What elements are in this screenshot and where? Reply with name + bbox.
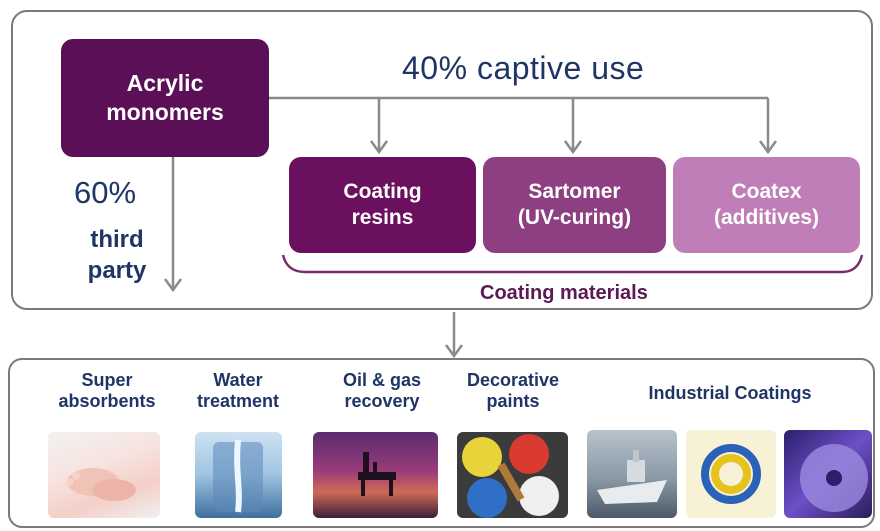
market-label-decorative-paints: Decorative paints [466,370,560,411]
oil-rig-photo-icon [313,432,438,518]
market-label-oil-gas: Oil & gas recovery [342,370,422,411]
paint-cans-photo-icon [457,432,568,518]
coatex-label: Coatex (additives) [713,179,820,229]
industrial-coatings-label: Industrial Coatings [648,383,812,403]
sartomer-box: Sartomer (UV-curing) [483,157,666,253]
sartomer-label: Sartomer (UV-curing) [517,179,632,229]
coating-resins-box: Coating resins [289,157,476,253]
coating-resins-label: Coating resins [343,179,422,229]
ship-photo-icon [587,430,677,518]
cables-photo-icon [686,430,776,518]
acrylic-monomers-box: Acrylic monomers [61,39,269,157]
third-party-percent: 60% [74,175,137,210]
third-party-label: third party [87,226,147,285]
captive-use-label: 40% captive use [402,50,645,86]
baby-feet-photo-icon [48,432,160,518]
market-label-water-treatment: Water treatment [196,370,280,411]
acrylic-monomers-label: Acrylic monomers [106,70,224,125]
market-label-super-absorbents: Super absorbents [58,370,156,411]
coating-materials-label: Coating materials [480,282,648,304]
coatex-box: Coatex (additives) [673,157,860,253]
water-glass-photo-icon [195,432,282,518]
cd-disc-photo-icon [784,430,872,518]
